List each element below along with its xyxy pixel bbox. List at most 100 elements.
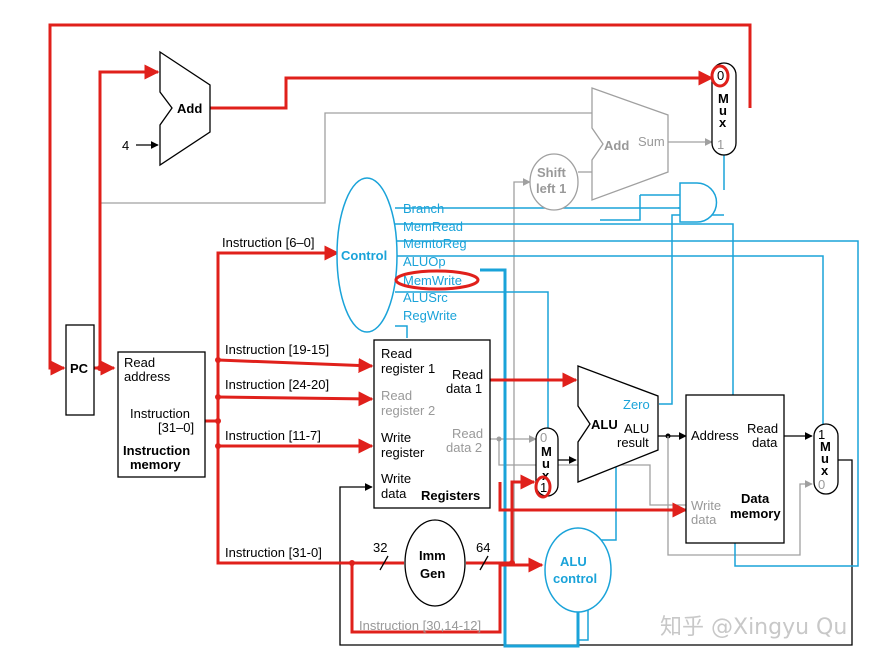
alu-src-mux-title: M (541, 444, 552, 459)
wire-pc-plus4-to-branch (100, 112, 596, 204)
signal-memtoreg: MemtoReg (403, 236, 467, 251)
signal-alusrc: ALUSrc (403, 290, 448, 305)
pc-mux-title: x (719, 115, 727, 130)
pc-label: PC (70, 361, 89, 376)
instruction-field-labels: Instruction [6–0] Instruction [19-15] In… (222, 235, 481, 633)
instruction-memory: Read address Instruction [31–0] Instruct… (117, 351, 206, 478)
data-memory: Address Read data Write data Data memory (685, 394, 785, 544)
pc-mux-in1: 1 (717, 137, 724, 152)
read-data-1-label: Read (452, 367, 483, 382)
highlight-pc-mux-input (710, 64, 730, 88)
mem-mux-title: x (821, 463, 829, 478)
write-data-label: data (381, 486, 407, 501)
imm-out-width: 64 (476, 540, 490, 555)
read-register-1-label: Read (381, 346, 412, 361)
wire-writeback-loop (339, 459, 853, 646)
wire-imm-to-shift (513, 178, 531, 562)
alu-label: ALU (591, 417, 618, 432)
read-register-2-label: register 2 (381, 403, 435, 418)
mem-mux-in1: 1 (818, 427, 825, 442)
signal-regwrite: RegWrite (403, 308, 457, 323)
pc-adder: Add (159, 50, 211, 167)
signal-branch: Branch (403, 201, 444, 216)
branch-sum-label: Sum (638, 134, 665, 149)
imm-gen-label: Gen (420, 566, 445, 581)
shift-left-label: Shift (537, 165, 567, 180)
data-memory-title: Data (741, 491, 770, 506)
alu-control-label: ALU (560, 554, 587, 569)
control-wires (395, 155, 859, 648)
branch-and-gate (679, 182, 718, 223)
field-imm: Instruction [31-0] (225, 545, 322, 560)
mem-mux-in0: 0 (818, 477, 825, 492)
instruction-memory-title: memory (130, 457, 181, 472)
signal-memwrite: MemWrite (403, 273, 462, 288)
pc-mux-title: M (718, 91, 729, 106)
data-write-label: data (691, 512, 717, 527)
active-path (48, 23, 752, 634)
pc-mux-in0: 0 (717, 68, 724, 83)
wire-alu-result (656, 432, 813, 556)
wire-read-data-2 (490, 435, 686, 506)
watermark: 知乎 @Xingyu Qu (660, 615, 847, 640)
field-opcode: Instruction [6–0] (222, 235, 315, 250)
data-write-label: Write (691, 498, 721, 513)
instruction-out-label: Instruction (130, 406, 190, 421)
alu-src-mux-in0: 0 (540, 430, 547, 445)
pc-mux-title: u (719, 103, 727, 118)
imm-in-width: 32 (373, 540, 387, 555)
alu-control-label: control (553, 571, 597, 586)
alu: ALU Zero ALU result (577, 365, 659, 483)
imm-gen: Imm Gen 32 64 (373, 519, 490, 607)
control-signal-labels: Branch MemRead MemtoReg ALUOp MemWrite A… (403, 201, 467, 323)
write-register-label: register (381, 445, 425, 460)
write-register-label: Write (381, 430, 411, 445)
branch-adder: Add Sum (591, 87, 669, 201)
alu-control: ALU control (544, 527, 612, 613)
pc-mux: 0 M u x 1 (711, 62, 737, 156)
data-read-label: data (752, 435, 778, 450)
mem-mux-title: M (820, 439, 831, 454)
highlight-alusrc-input (534, 475, 552, 499)
mem-mux-title: u (821, 451, 829, 466)
signal-aluop: ALUOp (403, 254, 446, 269)
alu-zero-label: Zero (623, 397, 650, 412)
register-file: Read register 1 Read register 2 Write re… (373, 339, 491, 509)
instruction-out-label: [31–0] (158, 420, 194, 435)
alu-result-label: result (617, 435, 649, 450)
field-rd: Instruction [11-7] (225, 428, 321, 443)
field-rs2: Instruction [24-20] (225, 377, 329, 392)
write-data-label: Write (381, 471, 411, 486)
pc-register: PC (65, 324, 95, 416)
read-address-label: address (124, 369, 171, 384)
highlight-memwrite (394, 269, 480, 291)
read-data-2-label: data 2 (446, 440, 482, 455)
control-label: Control (341, 248, 387, 263)
data-address-label: Address (691, 428, 739, 443)
const-four-label: 4 (122, 138, 129, 153)
read-data-1-label: data 1 (446, 381, 482, 396)
alu-src-mux: 0 M u x 1 (535, 427, 559, 497)
read-register-2-label: Read (381, 388, 412, 403)
data-read-label: Read (747, 421, 778, 436)
control-unit: Control (336, 177, 398, 333)
field-rs1: Instruction [19-15] (225, 342, 329, 357)
imm-gen-label: Imm (419, 548, 446, 563)
signal-memread: MemRead (403, 219, 463, 234)
registers-title: Registers (421, 488, 480, 503)
branch-adder-label: Add (604, 138, 629, 153)
shift-left-label: left 1 (536, 181, 566, 196)
alu-src-mux-title: x (542, 468, 550, 483)
shift-left-unit: Shift left 1 (529, 153, 579, 211)
pc-adder-label: Add (177, 101, 202, 116)
data-memory-title: memory (730, 506, 781, 521)
instruction-memory-title: Instruction (123, 443, 190, 458)
alu-result-label: ALU (624, 421, 649, 436)
alu-src-mux-in1: 1 (540, 480, 547, 495)
read-data-2-label: Read (452, 426, 483, 441)
mem-mux: 1 M u x 0 (813, 423, 839, 495)
read-address-label: Read (124, 355, 155, 370)
alu-src-mux-title: u (542, 456, 550, 471)
field-funct: Instruction [30,14-12] (359, 618, 481, 633)
